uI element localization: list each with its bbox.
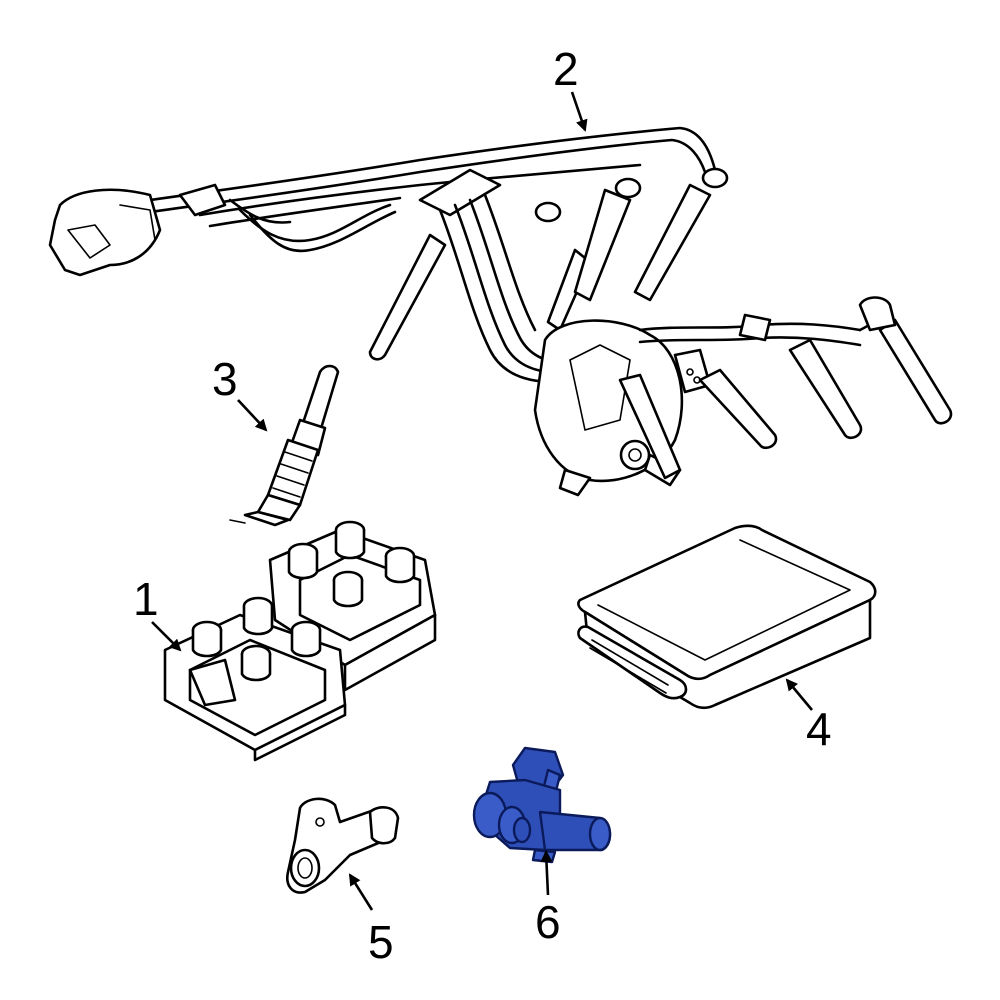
callout-1: 1	[133, 573, 159, 625]
callout-2: 2	[553, 43, 579, 95]
part-4-engine-control-module[interactable]	[577, 524, 877, 710]
part-6-camshaft-sensor[interactable]	[472, 746, 612, 864]
callout-leaders	[151, 91, 813, 911]
leader-1	[151, 621, 182, 652]
part-3-spark-plug[interactable]	[229, 364, 340, 527]
callout-5: 5	[368, 916, 394, 968]
leader-2	[570, 91, 588, 132]
part-5-crankshaft-sensor[interactable]	[286, 797, 400, 894]
callout-6: 6	[535, 896, 561, 948]
leader-4	[785, 678, 813, 711]
leader-6	[540, 850, 553, 896]
part-2-wire-harness[interactable]	[48, 126, 953, 497]
part-1-coil-pack-front[interactable]	[163, 596, 347, 762]
leader-5	[348, 873, 374, 911]
leader-3	[237, 399, 268, 432]
callout-4: 4	[806, 703, 832, 755]
callout-3: 3	[212, 353, 238, 405]
